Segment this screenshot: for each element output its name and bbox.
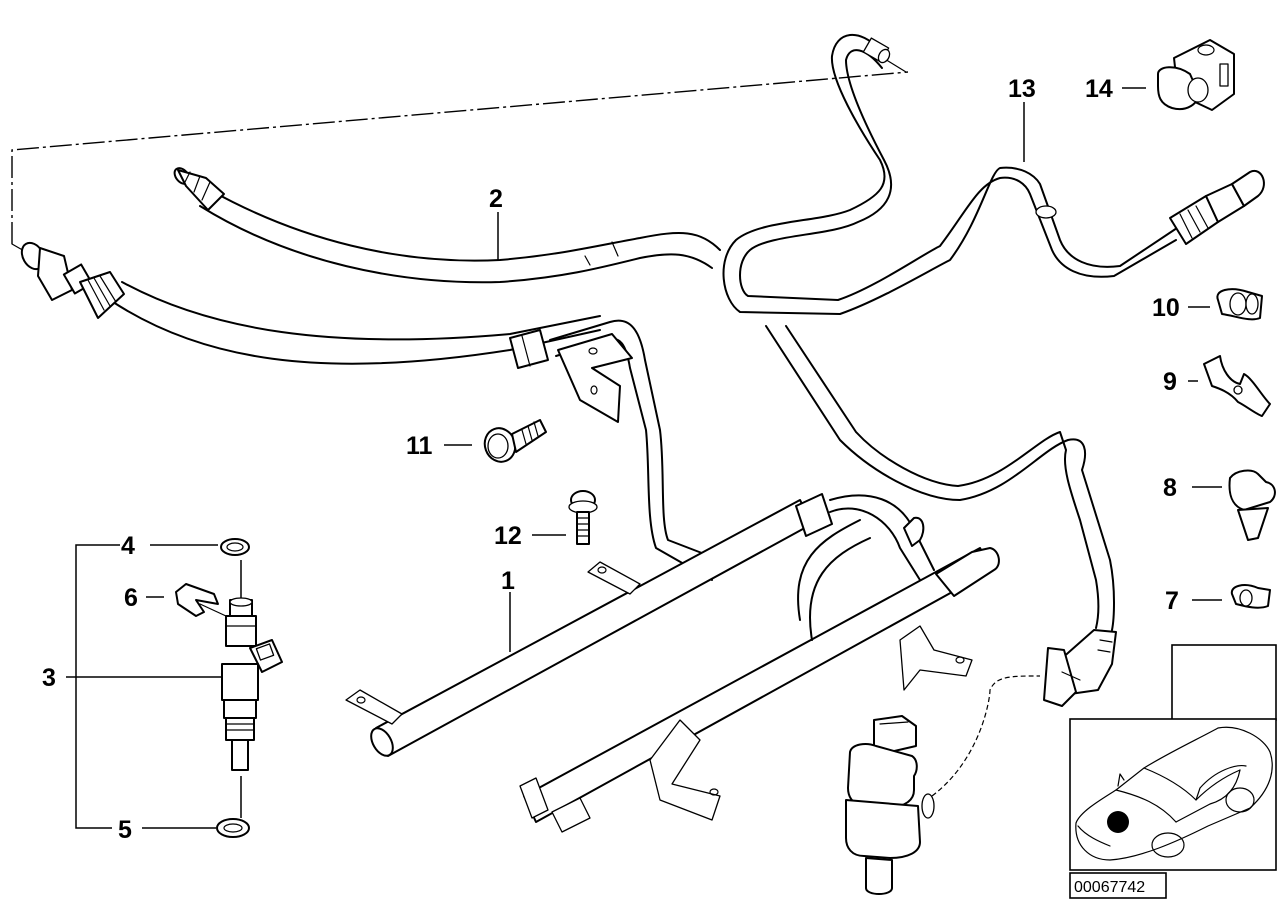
car-outline-icon bbox=[1075, 726, 1273, 861]
part-hex-bolt-washer[interactable] bbox=[568, 490, 598, 545]
fuel-pressure-regulator bbox=[845, 675, 1041, 895]
callout-12[interactable]: 12 bbox=[494, 522, 522, 550]
hose-fitting-left bbox=[20, 241, 125, 319]
part-fuel-injector[interactable] bbox=[221, 560, 283, 818]
hose-fitting-top bbox=[173, 167, 225, 211]
part-upper-o-ring[interactable] bbox=[220, 538, 250, 556]
callout-1[interactable]: 1 bbox=[501, 567, 515, 595]
callout-10[interactable]: 10 bbox=[1152, 294, 1180, 322]
part-lower-o-ring[interactable] bbox=[216, 818, 250, 838]
reference-code-box: 00067742 bbox=[1069, 872, 1167, 899]
callout-3[interactable]: 3 bbox=[42, 664, 56, 692]
callout-11[interactable]: 11 bbox=[406, 432, 433, 460]
callout-7[interactable]: 7 bbox=[1165, 587, 1179, 615]
part-injector-clip[interactable] bbox=[175, 583, 219, 617]
line-sleeve bbox=[509, 329, 549, 369]
line-bracket bbox=[557, 333, 633, 423]
callout-14[interactable]: 14 bbox=[1085, 75, 1113, 103]
part-fuel-return-line[interactable] bbox=[722, 33, 1265, 707]
return-line-top-connector bbox=[862, 37, 891, 64]
part-fuel-feed-line[interactable] bbox=[17, 165, 721, 581]
return-line-quick-connector bbox=[1043, 629, 1117, 707]
part-double-hose-clip[interactable] bbox=[1216, 288, 1263, 321]
callout-5[interactable]: 5 bbox=[118, 816, 132, 844]
part-line-clamp-block[interactable] bbox=[1157, 39, 1235, 111]
callout-2[interactable]: 2 bbox=[489, 185, 503, 213]
location-marker-dot bbox=[1107, 811, 1129, 833]
callout-6[interactable]: 6 bbox=[124, 584, 138, 612]
callout-4[interactable]: 4 bbox=[121, 532, 135, 560]
alignment-dashed-line bbox=[11, 55, 909, 253]
part-hex-flange-bolt[interactable] bbox=[480, 419, 547, 466]
rail-bracket bbox=[345, 561, 641, 725]
part-twin-line-holder[interactable] bbox=[1203, 355, 1271, 417]
callout-9[interactable]: 9 bbox=[1163, 368, 1177, 396]
callout-numbers: 1 2 3 4 5 6 7 8 9 10 11 12 13 14 bbox=[42, 75, 1180, 844]
callout-8[interactable]: 8 bbox=[1163, 474, 1177, 502]
part-push-in-hose-clip[interactable] bbox=[1228, 469, 1276, 541]
callout-13[interactable]: 13 bbox=[1008, 75, 1036, 103]
location-inset bbox=[1069, 644, 1277, 871]
callout-leaders bbox=[66, 87, 1222, 829]
rail-end-connectors bbox=[795, 493, 1000, 597]
return-line-sleeve bbox=[1035, 205, 1057, 219]
return-line-right-fitting bbox=[1169, 169, 1265, 245]
part-fuel-rail[interactable] bbox=[345, 493, 1000, 833]
reference-code: 00067742 bbox=[1074, 879, 1145, 896]
part-double-hose-clip-small[interactable] bbox=[1230, 584, 1271, 609]
